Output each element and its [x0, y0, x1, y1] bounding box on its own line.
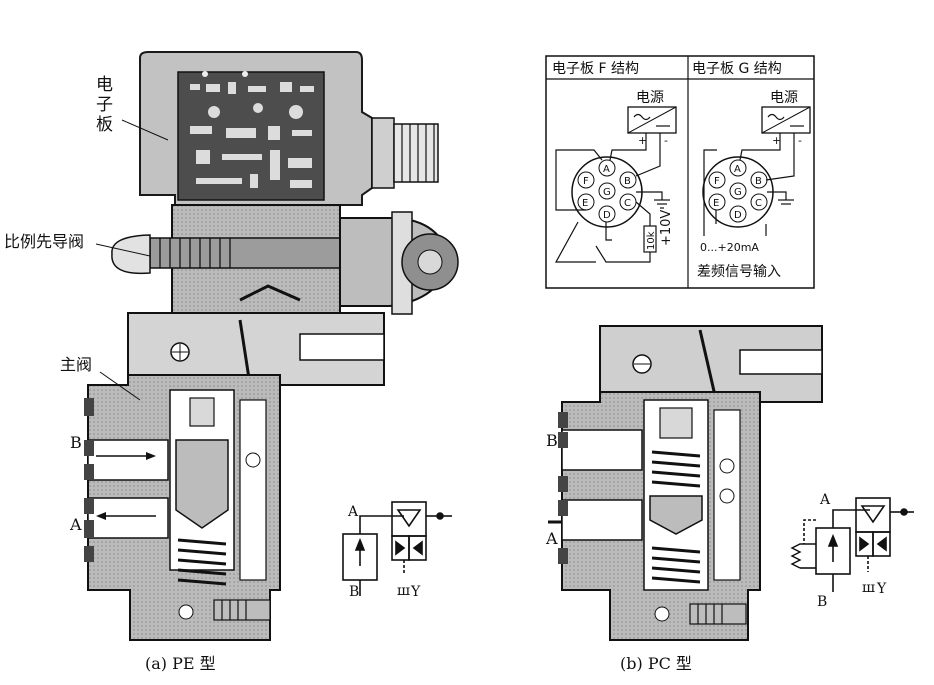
voltage-label: +10V: [659, 210, 674, 246]
pc-symbol-a: A: [819, 492, 831, 508]
pe-main-poppet: [175, 439, 229, 529]
power-g-label: 电源: [770, 90, 798, 106]
pe-port-a-label: A: [69, 515, 82, 534]
pin-g-e: E: [713, 198, 719, 209]
signal-input-label: 差频信号输入: [697, 264, 781, 280]
power-f-minus: -: [664, 134, 668, 147]
pe-caption: (a) PE 型: [145, 654, 216, 673]
pe-main-spring: [177, 538, 227, 586]
pe-board-label-3: 板: [96, 115, 113, 135]
pin-f-e: E: [582, 198, 588, 209]
pc-lower-spring: [651, 546, 701, 584]
pc-symbol-drain: ш: [862, 580, 875, 596]
pin-g-d: D: [734, 210, 742, 221]
pe-connector: [393, 123, 439, 183]
pe-labels: [95, 119, 169, 401]
panel-f-title: 电子板 F 结构: [552, 61, 639, 77]
pin-f-b: B: [624, 176, 631, 187]
pin-g-a: A: [734, 164, 741, 175]
pe-symbol-drain: ш: [397, 583, 410, 599]
pe-pilot-label: 比例先导阀: [4, 232, 84, 251]
power-g-minus: -: [798, 134, 802, 147]
resistor-label: 10k: [646, 231, 657, 250]
wiring-panel: [545, 55, 815, 289]
pc-main-poppet: [649, 495, 703, 535]
pin-f-a: A: [603, 164, 610, 175]
current-label: 0...+20mA: [700, 241, 759, 254]
pe-symbol-y: Y: [410, 584, 421, 600]
panel-g-title: 电子板 G 结构: [692, 61, 782, 77]
pin-f-g: G: [603, 187, 611, 198]
pe-board-label-1: 电: [96, 75, 113, 95]
pin-f-f: F: [583, 176, 589, 187]
pe-board-components: [190, 82, 314, 188]
pc-hydraulic-symbol: [790, 497, 914, 592]
pin-g-b: B: [755, 176, 762, 187]
pc-port-b-label: B: [546, 431, 558, 450]
pe-pilot-cap: [111, 234, 151, 275]
pc-symbol-b: B: [817, 594, 827, 610]
pin-f-d: D: [603, 210, 611, 221]
pc-port-a-label: A: [545, 529, 558, 548]
pin-g-c: C: [755, 198, 762, 209]
pe-valve: [84, 51, 459, 641]
pe-symbol-a: A: [347, 504, 359, 520]
pc-valve: [548, 325, 823, 641]
pin-g-f: F: [714, 176, 720, 187]
pe-main-label: 主阀: [60, 355, 92, 374]
pc-upper-spring: [651, 450, 701, 488]
power-f-label: 电源: [636, 90, 664, 106]
pe-board-label-2: 子: [96, 95, 113, 115]
power-g-plus: +: [772, 134, 781, 147]
power-f-plus: +: [638, 134, 647, 147]
pin-g-g: G: [734, 187, 742, 198]
pe-hydraulic-symbol: [342, 501, 452, 596]
pc-symbol-y: Y: [876, 581, 887, 597]
pc-caption: (b) PC 型: [620, 654, 692, 673]
pe-symbol-b: B: [349, 584, 359, 600]
pe-port-b-label: B: [70, 433, 82, 452]
pin-f-c: C: [624, 198, 631, 209]
